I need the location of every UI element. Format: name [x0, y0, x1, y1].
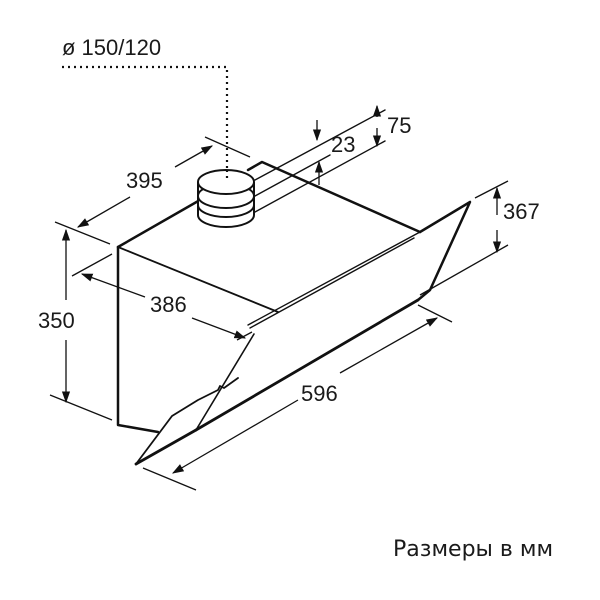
offset-23-label: 23 — [331, 132, 356, 157]
dimensions-caption: Размеры в мм — [393, 537, 554, 562]
duct-leader — [62, 65, 229, 182]
depth-386-label: 386 — [150, 292, 187, 317]
height-350-label: 350 — [38, 308, 75, 333]
dimension-lines — [49, 104, 509, 491]
width-596-label: 596 — [301, 381, 338, 406]
hood-body — [116, 109, 472, 466]
depth-395-label: 395 — [126, 168, 163, 193]
duct-diameter-label: ø 150/120 — [62, 35, 162, 60]
glass-height-367-label: 367 — [503, 199, 540, 224]
duct-connector — [197, 169, 255, 228]
height-75-label: 75 — [387, 113, 412, 138]
